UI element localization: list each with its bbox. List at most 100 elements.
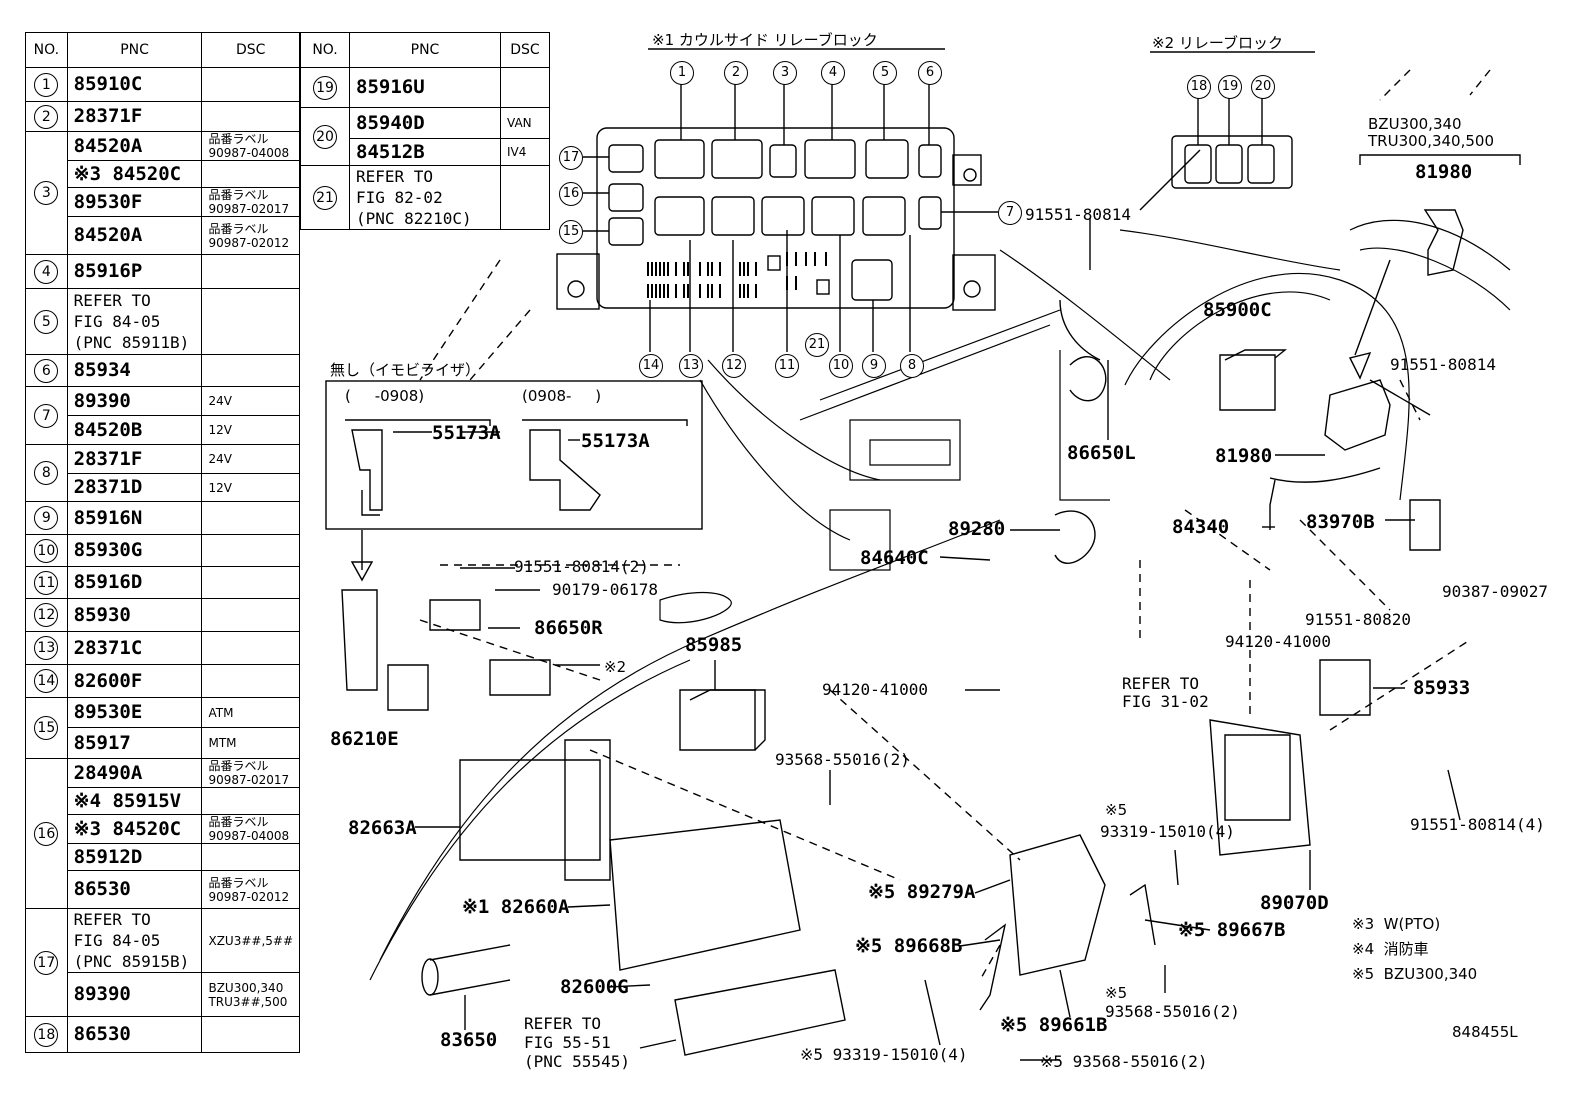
part-callout: 93568-55016(2) xyxy=(1105,1002,1240,1021)
fuse-marks xyxy=(647,252,827,298)
pnc-cell: 85940D xyxy=(349,107,501,139)
part-callout: 85985 xyxy=(685,634,743,656)
part-callout: 85933 xyxy=(1413,677,1471,699)
col-header-dsc: DSC xyxy=(500,32,550,68)
part-callout: 84640C xyxy=(860,547,929,569)
circled-number: 8 xyxy=(34,461,59,485)
dsc-cell: 24V xyxy=(201,444,300,474)
pnc-cell: 85916P xyxy=(66,254,203,289)
circled-number: 15 xyxy=(34,716,59,740)
part-callout: 82600G xyxy=(560,976,629,998)
pnc-cell: ※3 84520C xyxy=(66,160,203,188)
applicability-note: BZU300,340 TRU300,340,500 xyxy=(1368,115,1494,150)
circled-number: 12 xyxy=(34,603,59,627)
table-row: 14 82600F xyxy=(25,664,300,698)
relay-pin-top: 5 xyxy=(873,61,897,85)
relay-block-title: ※2 リレーブロック xyxy=(1152,34,1283,52)
pnc-cell: 82600F xyxy=(66,664,203,698)
part-callout: 91551-80814 xyxy=(1390,355,1496,374)
dsc-cell: XZU3##,5## xyxy=(201,908,300,973)
part-callout: ※5 89279A xyxy=(868,881,976,903)
part-callout: 83970B xyxy=(1306,511,1375,533)
dsc-cell xyxy=(201,534,300,567)
row-number: 12 xyxy=(25,598,68,632)
part-callout: 84340 xyxy=(1172,516,1230,538)
dsc-cell xyxy=(201,101,300,132)
relay-pin-bottom: 14 xyxy=(639,354,663,378)
part-callout: 90387-09027 xyxy=(1442,582,1548,601)
row-number: 18 xyxy=(25,1016,68,1053)
pnc-cell: 85910C xyxy=(66,67,203,102)
relay-pin-left: 15 xyxy=(559,220,583,244)
part-callout: ※5 93568-55016(2) xyxy=(1040,1052,1208,1071)
row-number: 17 xyxy=(25,908,68,1017)
relay-pin-bottom: 9 xyxy=(862,354,886,378)
table-row: ※3 84520C xyxy=(26,160,300,188)
row-number: 9 xyxy=(25,501,68,535)
pnc-cell: 84520A xyxy=(66,216,203,255)
pnc-cell: ※4 85915V xyxy=(66,787,203,815)
part-callout: 86650L xyxy=(1067,442,1136,464)
part-callout: ※5 93319-15010(4) xyxy=(800,1045,968,1064)
part-callout: 85900C xyxy=(1203,299,1272,321)
pnc-cell: 84512B xyxy=(349,138,501,166)
dsc-cell: BZU300,340 TRU3##,500 xyxy=(201,972,300,1017)
part-callout: 55173A xyxy=(581,430,650,452)
date-range-after: (0908- ) xyxy=(522,387,602,405)
footnote: ※4 消防車 xyxy=(1352,940,1429,958)
col-header-no: NO. xyxy=(300,32,350,68)
row-number: 6 xyxy=(25,354,68,387)
part-callout: 81980 xyxy=(1215,445,1273,467)
footnote: ※3 W(PTO) xyxy=(1352,915,1441,933)
row-number: 13 xyxy=(25,631,68,665)
part-callout: 86650R xyxy=(534,617,603,639)
col-header-no: NO. xyxy=(25,32,68,68)
part-callout: 55173A xyxy=(432,422,501,444)
circled-number: 11 xyxy=(34,570,59,595)
circled-number: 17 xyxy=(34,950,59,975)
pnc-cell: 86530 xyxy=(66,870,203,909)
circled-number: 14 xyxy=(34,669,59,693)
pnc-cell: 84520B xyxy=(66,415,203,445)
dsc-cell xyxy=(201,598,300,632)
relay-pin-bottom: 8 xyxy=(900,354,924,378)
dsc-cell xyxy=(201,501,300,535)
dsc-cell xyxy=(201,843,300,871)
dsc-cell xyxy=(201,288,300,355)
leader-lines xyxy=(415,149,1461,1061)
relay-pin-top: 4 xyxy=(821,61,845,85)
pnc-cell: 85930G xyxy=(66,534,203,567)
part-callout: ※5 89661B xyxy=(1000,1014,1108,1036)
table-row: 85912D xyxy=(26,843,300,871)
pnc-cell: ※3 84520C xyxy=(66,814,203,844)
part-callout: 94120-41000 xyxy=(1225,632,1331,651)
part-callout: ※5 89668B xyxy=(855,935,963,957)
circled-number: 20 xyxy=(313,124,337,149)
table-header-row: NO. PNC DSC xyxy=(300,32,550,68)
row-number: 2 xyxy=(25,101,68,132)
dsc-cell xyxy=(500,67,550,108)
circled-number: 5 xyxy=(34,309,59,334)
circled-number: 10 xyxy=(34,538,59,563)
pnc-cell: REFER TO FIG 84-05 (PNC 85915B) xyxy=(66,908,203,973)
col-header-dsc: DSC xyxy=(201,32,300,68)
footnotes: ※3 W(PTO)※4 消防車※5 BZU300,340 xyxy=(1352,912,1477,987)
pnc-cell: 86530 xyxy=(66,1016,203,1053)
pnc-cell: 28490A xyxy=(66,758,203,788)
dsc-cell: 品番ラベル 90987-02012 xyxy=(201,216,300,255)
row-number: 14 xyxy=(25,664,68,698)
part-callout: ※2 xyxy=(604,658,627,676)
